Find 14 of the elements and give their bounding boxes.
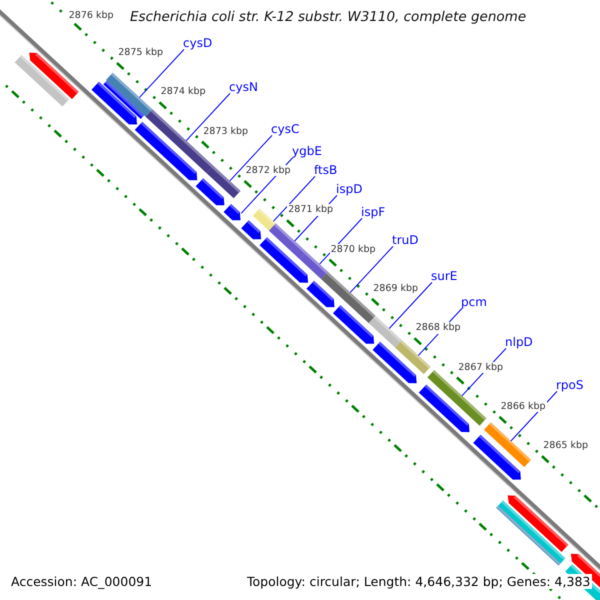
scale-label: 2869 kbp xyxy=(372,282,420,294)
scale-label: 2876 kbp xyxy=(68,10,115,22)
scale-label: 2874 kbp xyxy=(160,86,207,98)
scale-label: 2875 kbp xyxy=(117,47,164,58)
scale-label: 2865 kbp xyxy=(542,440,590,452)
map-title: Escherichia coli str. K-12 substr. W3110, complete genome xyxy=(130,9,526,26)
scale-label: 2872 kbp xyxy=(244,164,292,176)
scale-label: 2867 kbp xyxy=(457,362,504,373)
scale-label: 2871 kbp xyxy=(287,204,334,216)
genome-stats-text: Topology: circular; Length: 4,646,332 bp; Genes: 4,383 xyxy=(245,574,592,589)
scale-label: 2868 kbp xyxy=(414,322,462,334)
scale-label: 2873 kbp xyxy=(202,126,250,138)
scale-label: 2866 kbp xyxy=(500,400,547,412)
scale-label: 2870 kbp xyxy=(330,244,377,255)
